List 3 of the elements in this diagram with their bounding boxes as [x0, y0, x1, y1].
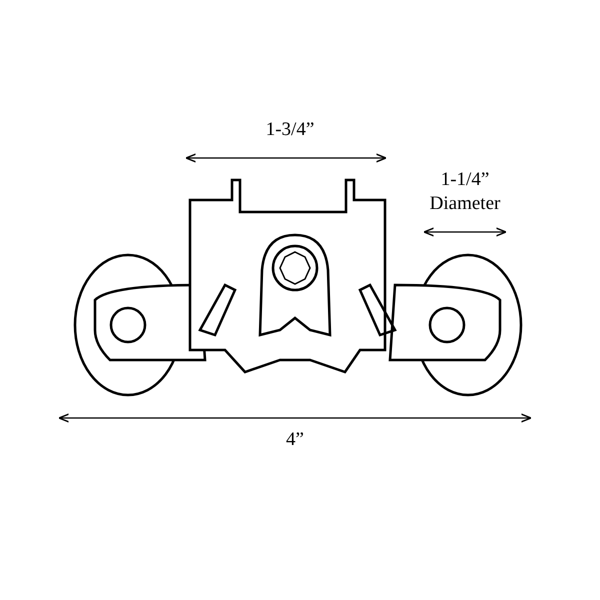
dimension-label: 1-3/4” [264, 118, 316, 142]
dimension-label: 1-1/4” Diameter [428, 168, 502, 216]
dimension-label: 4” [285, 428, 305, 452]
